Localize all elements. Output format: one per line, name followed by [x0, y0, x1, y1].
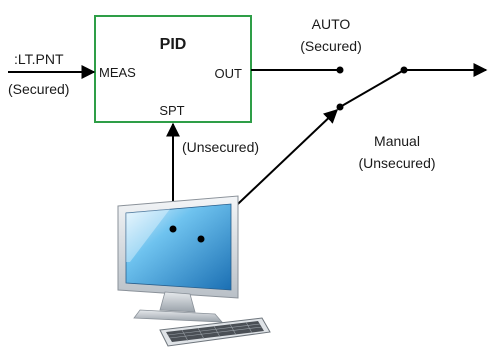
spt-port-label: SPT: [159, 103, 184, 118]
auto-status-label: (Secured): [300, 38, 361, 54]
out-port-label: OUT: [215, 66, 243, 81]
manual-source-dot: [197, 235, 205, 243]
manual-label: Manual: [374, 133, 420, 149]
setpoint-status-label: (Unsecured): [182, 139, 259, 155]
switch-blade: [339, 69, 405, 108]
auto-contact-dot: [336, 66, 344, 74]
setpoint-source-dot: [169, 225, 177, 233]
keyboard-icon: [159, 317, 271, 347]
input-status-label: (Secured): [8, 81, 69, 97]
auto-label: AUTO: [312, 16, 351, 32]
manual-contact-dot: [336, 103, 344, 111]
pid-title: PID: [160, 36, 187, 53]
meas-port-label: MEAS: [99, 65, 136, 80]
pid-block: [94, 15, 252, 123]
input-tag-label: :LT.PNT: [14, 51, 64, 67]
desktop-computer-icon: [117, 195, 239, 323]
manual-status-label: (Unsecured): [358, 155, 435, 171]
